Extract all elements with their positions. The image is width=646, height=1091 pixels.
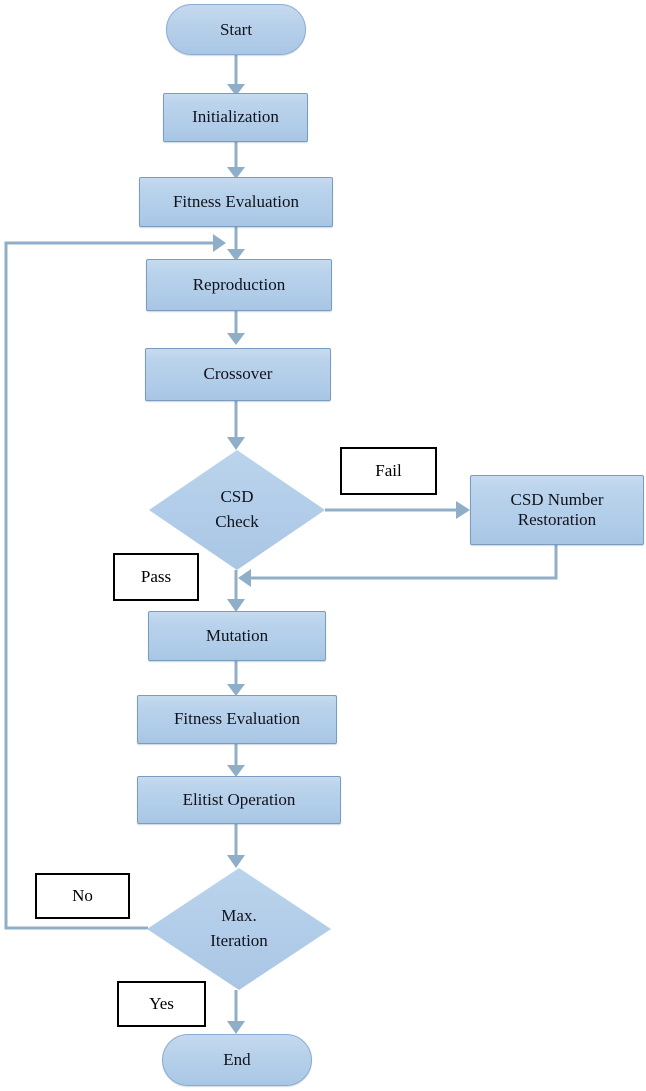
node-initialization-label: Initialization — [192, 107, 279, 127]
branch-tag-fail-label: Fail — [375, 461, 402, 480]
node-end[interactable]: End — [162, 1034, 312, 1086]
edge-elitist-maxiter-arrowhead — [227, 855, 245, 868]
branch-tag-yes-label: Yes — [149, 994, 174, 1013]
edge-csdcheck-mutation-arrowhead — [227, 599, 245, 612]
node-csd-number-restoration[interactable]: CSD Number Restoration — [470, 475, 644, 545]
branch-tag-no-label: No — [72, 886, 93, 905]
edge-fitness2-elitist-arrowhead — [227, 765, 245, 777]
node-csd-check-label: CSD Check — [215, 485, 258, 534]
edge-csdrestore-mutation — [250, 545, 558, 580]
node-initialization[interactable]: Initialization — [163, 93, 308, 142]
branch-tag-pass: Pass — [113, 553, 199, 601]
edge-start-init-arrowhead — [227, 84, 245, 96]
node-fitness-evaluation-2[interactable]: Fitness Evaluation — [137, 695, 337, 744]
edge-csdrestore-mutation-arrowhead — [238, 569, 251, 587]
node-start-label: Start — [219, 19, 253, 39]
branch-tag-no: No — [35, 873, 130, 919]
branch-tag-fail: Fail — [340, 447, 437, 495]
edge-maxiter-end-arrowhead — [227, 1021, 245, 1034]
node-mutation[interactable]: Mutation — [148, 611, 326, 661]
edge-reproduction-crossover-arrowhead — [227, 333, 245, 345]
edge-maxiter-reproduction-arrowhead — [213, 234, 226, 252]
node-max-iteration[interactable]: Max. Iteration — [147, 868, 331, 990]
node-csd-number-restoration-label-line2: Restoration — [517, 510, 597, 529]
node-fitness-evaluation-1-label: Fitness Evaluation — [172, 191, 300, 211]
node-csd-check[interactable]: CSD Check — [149, 450, 325, 570]
node-csd-number-restoration-label-line1: CSD Number — [510, 489, 604, 509]
node-csd-check-label-line1: CSD — [220, 487, 254, 507]
node-fitness-evaluation-1[interactable]: Fitness Evaluation — [139, 177, 333, 227]
node-reproduction-label: Reproduction — [192, 274, 286, 294]
node-max-iteration-label: Max. Iteration — [210, 904, 268, 953]
node-crossover-label: Crossover — [203, 364, 273, 384]
edge-fitness1-reproduction-arrowhead — [227, 249, 245, 261]
edge-csdcheck-csdrestore-arrowhead — [456, 501, 470, 519]
node-max-iteration-label-line1: Max. — [221, 906, 257, 926]
node-mutation-label: Mutation — [205, 625, 269, 645]
node-elitist-operation-label: Elitist Operation — [182, 789, 296, 809]
node-elitist-operation[interactable]: Elitist Operation — [137, 776, 341, 824]
edge-crossover-csdcheck-arrowhead — [227, 437, 245, 450]
node-max-iteration-label-line2: Iteration — [210, 931, 268, 950]
node-csd-check-label-line2: Check — [215, 512, 259, 531]
node-start[interactable]: Start — [166, 4, 306, 55]
branch-tag-yes: Yes — [117, 981, 206, 1027]
node-fitness-evaluation-2-label: Fitness Evaluation — [173, 709, 301, 729]
edge-mutation-fitness2-arrowhead — [227, 684, 245, 696]
edge-maxiter-reproduction-loop — [4, 241, 214, 930]
node-crossover[interactable]: Crossover — [145, 348, 331, 401]
branch-tag-pass-label: Pass — [140, 567, 172, 586]
node-end-label: End — [223, 1050, 251, 1069]
edge-init-fitness1-arrowhead — [227, 167, 245, 179]
node-reproduction[interactable]: Reproduction — [146, 259, 332, 311]
